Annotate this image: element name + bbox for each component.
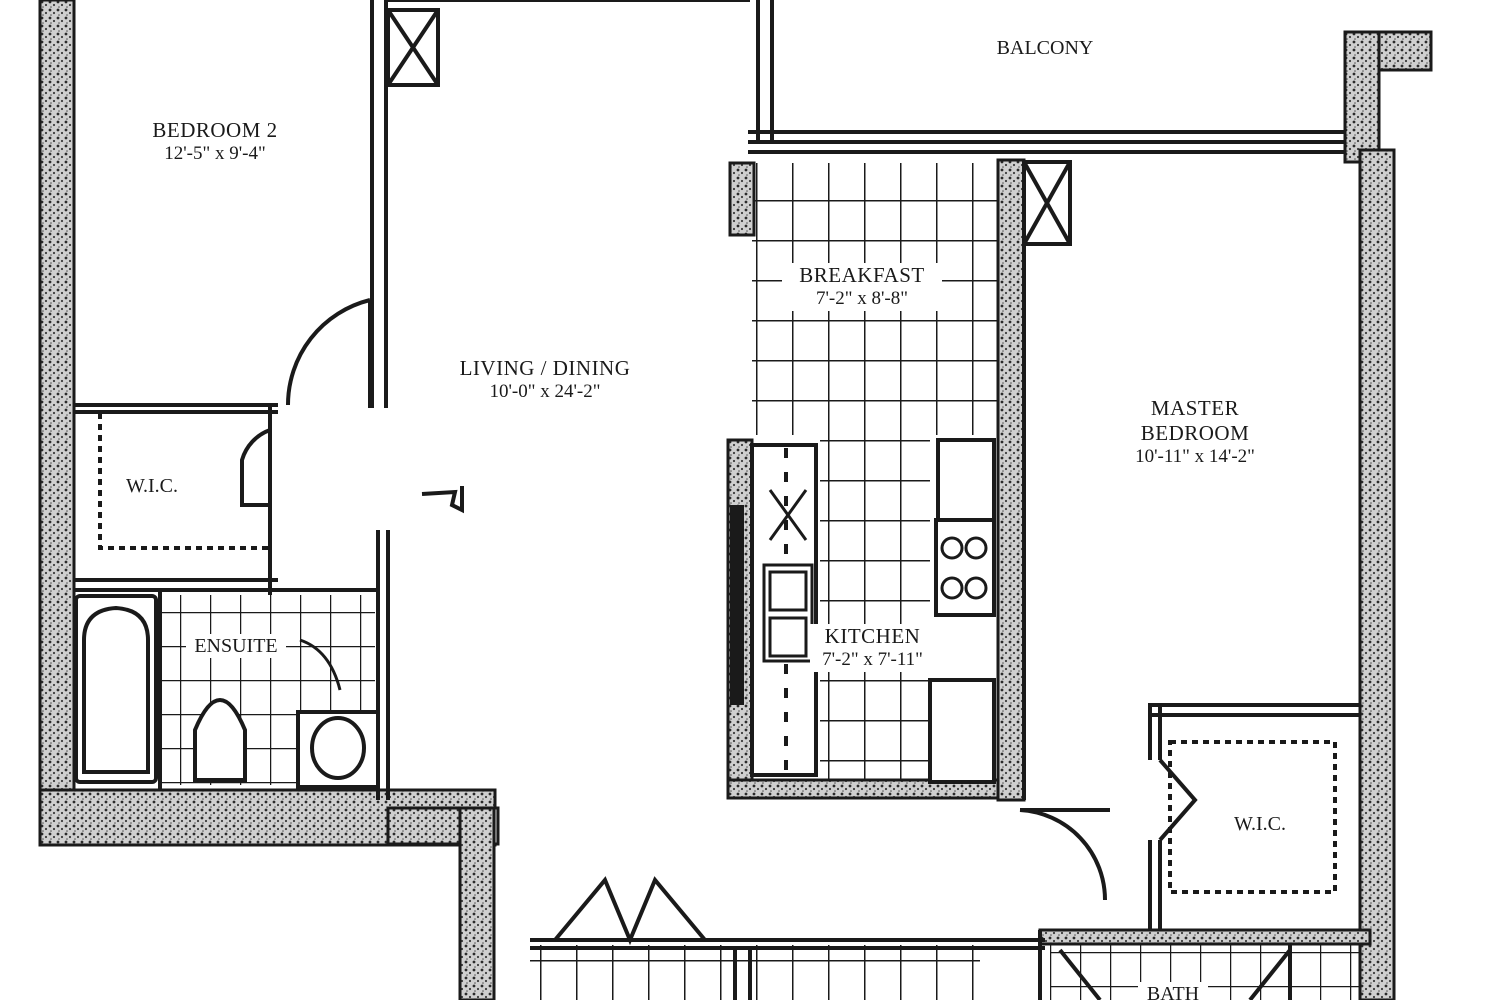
- kitchen-counters: [750, 438, 996, 784]
- bedroom2-name: BEDROOM 2: [152, 118, 278, 142]
- breakfast-label: BREAKFAST 7'-2" x 8'-8": [782, 263, 942, 311]
- outlet-mark: [421, 486, 464, 514]
- kitchen-sink: [762, 563, 814, 663]
- wic-right-label: W.I.C.: [1233, 813, 1287, 835]
- stove-burners: [940, 536, 988, 600]
- master-bedroom-name-line1: MASTER: [1150, 396, 1240, 420]
- shaft-box-master: [1022, 160, 1072, 246]
- foyer-tile-floor: [530, 945, 980, 1000]
- kitchen-label: KITCHEN 7'-2" x 7'-11": [810, 624, 935, 672]
- bath-fixtures: [1058, 945, 1292, 1000]
- wic-left-label: W.I.C.: [125, 475, 179, 497]
- breakfast-dims: 7'-2" x 8'-8": [815, 288, 908, 310]
- living-dining-dims: 10'-0" x 24'-2": [489, 381, 601, 403]
- bedroom2-label: BEDROOM 2 12'-5" x 9'-4": [120, 118, 310, 166]
- bathtub: [74, 594, 158, 784]
- kitchen-dims: 7'-2" x 7'-11": [822, 649, 923, 671]
- living-dining-name: LIVING / DINING: [459, 356, 631, 380]
- shaft-box-living: [386, 8, 440, 87]
- exterior-walls: [38, 0, 1433, 1000]
- closet-dashed-lines: [98, 410, 1337, 894]
- counter-edge: [730, 505, 744, 705]
- bath-label: BATH: [1138, 982, 1208, 1000]
- dishwasher-x: [768, 489, 808, 541]
- living-dining-label: LIVING / DINING 10'-0" x 24'-2": [430, 356, 660, 404]
- balcony-label: BALCONY: [996, 37, 1094, 59]
- breakfast-name: BREAKFAST: [799, 263, 925, 287]
- ensuite-label: ENSUITE: [186, 634, 286, 658]
- kitchen-tile-floor: [820, 435, 930, 785]
- kitchen-name: KITCHEN: [824, 624, 921, 648]
- master-bedroom-name-line2: BEDROOM: [1140, 421, 1250, 446]
- master-bedroom-dims: 10'-11" x 14'-2": [1135, 446, 1255, 468]
- master-bedroom-label: MASTER BEDROOM 10'-11" x 14'-2": [1100, 396, 1290, 469]
- ensuite-sink: [296, 710, 380, 789]
- ensuite-toilet: [193, 698, 247, 782]
- door-swings: [240, 298, 1198, 946]
- bedroom2-dims: 12'-5" x 9'-4": [164, 143, 266, 165]
- ensuite-shower-curve: [299, 638, 342, 691]
